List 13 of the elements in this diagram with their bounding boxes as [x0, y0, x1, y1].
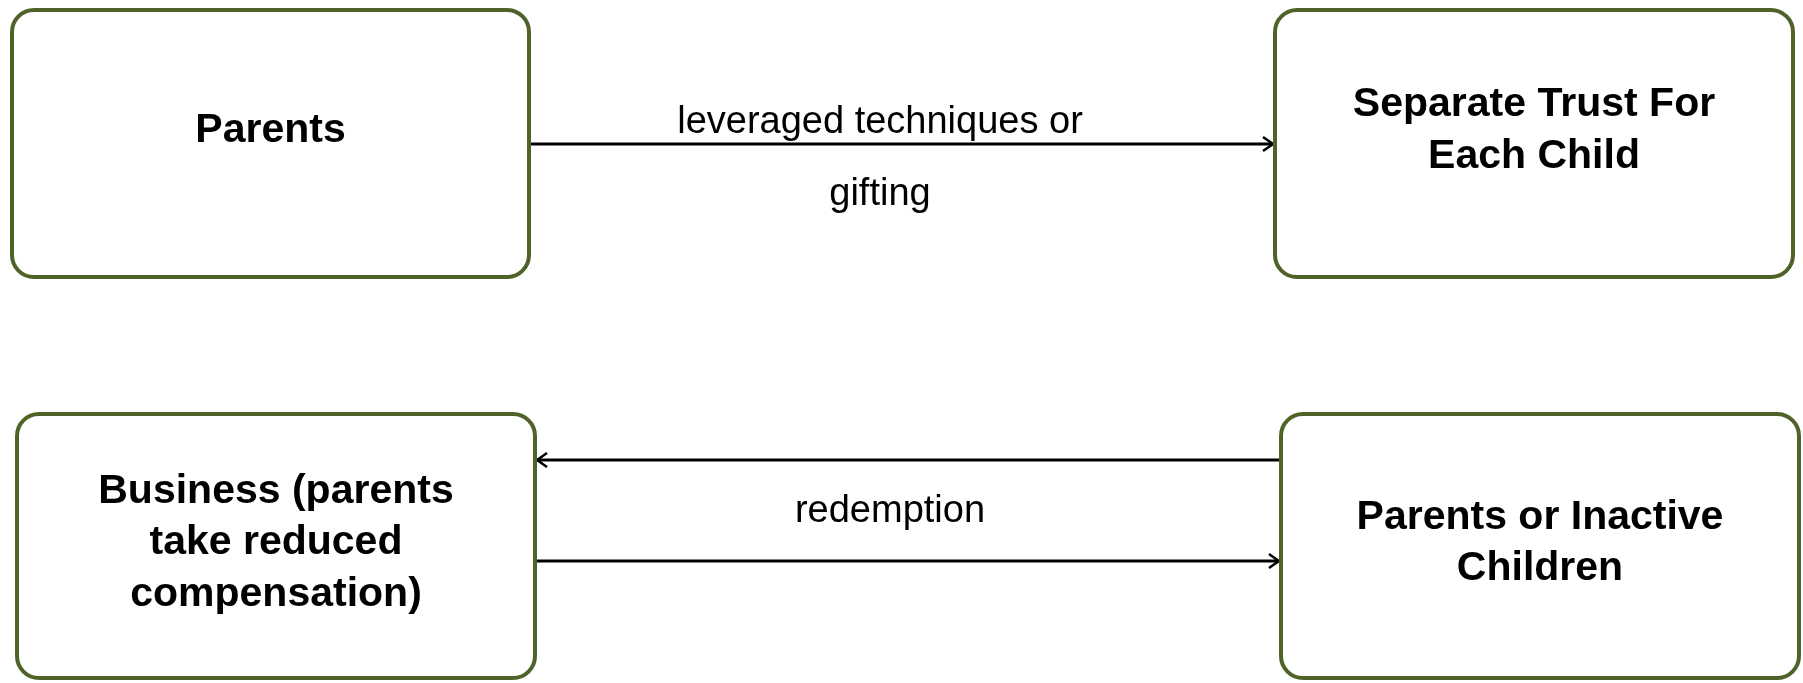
- arrow: [537, 552, 1281, 570]
- process-box: [15, 412, 537, 680]
- edge-label: redemption: [793, 487, 987, 532]
- node-label: Parents or Inactive Children: [1355, 490, 1725, 591]
- node-label: Business (parents take reduced compensation): [97, 465, 455, 617]
- process-box: [10, 8, 531, 279]
- node-label: Separate Trust For Each Child: [1351, 78, 1717, 179]
- node-label: Parents: [195, 103, 346, 153]
- process-box: [1279, 412, 1801, 680]
- edge-label: leveraged techniques or gifting: [676, 98, 1084, 215]
- arrow: [531, 135, 1275, 153]
- arrow: [535, 451, 1279, 469]
- process-box: [1273, 8, 1795, 279]
